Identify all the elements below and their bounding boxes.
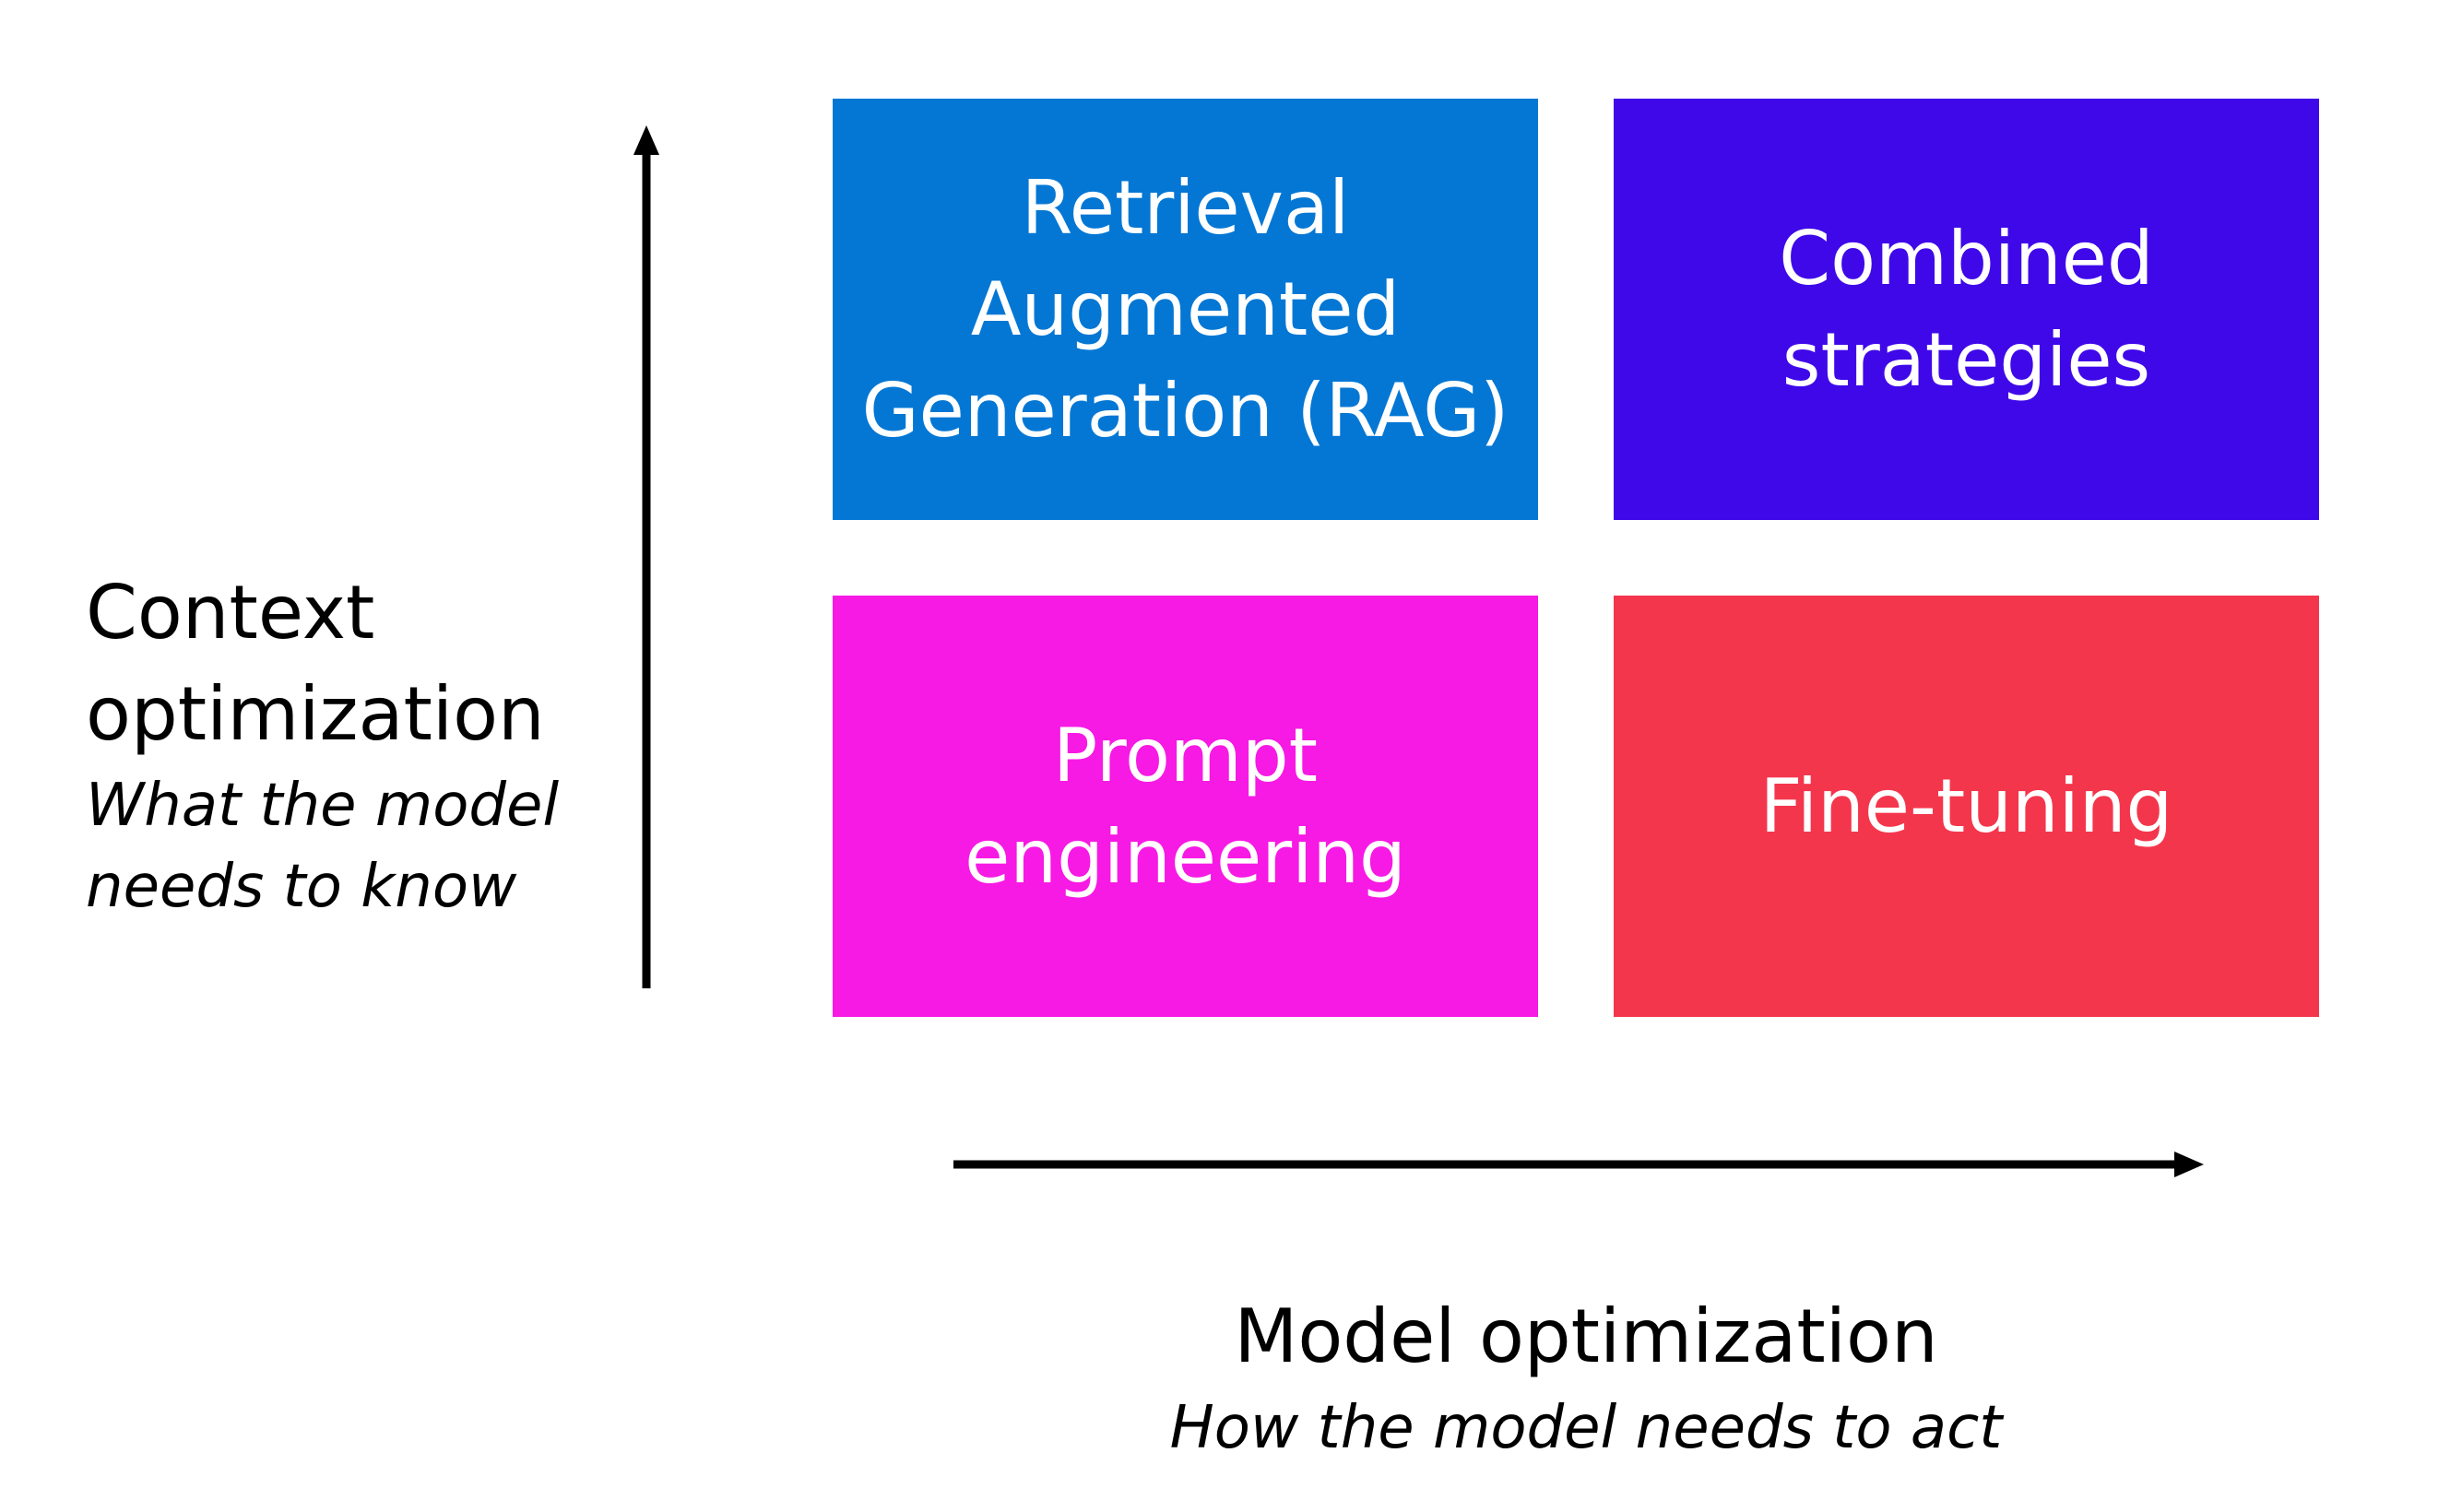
tile-rag: Retrieval Augmented Generation (RAG) [833,99,1538,520]
tile-rag-label: Retrieval Augmented Generation (RAG) [861,164,1509,454]
tile-combined-strategies: Combined strategies [1614,99,2319,520]
x-axis-title: Model optimization [1234,1293,1938,1379]
horizontal-arrow [953,1152,2204,1177]
tile-finetune-label: Fine-tuning [1759,762,2173,849]
tile-combined-label: Combined strategies [1779,215,2154,403]
tile-fine-tuning: Fine-tuning [1614,596,2319,1017]
tile-prompt-label: Prompt engineering [965,712,1406,900]
y-axis-title: Context optimization [86,570,545,757]
x-axis-subtitle: How the model needs to act [1169,1394,2003,1462]
y-axis-label: Context optimization What the model need… [86,562,639,927]
tile-prompt-engineering: Prompt engineering [833,596,1538,1017]
x-axis-label: Model optimization How the model needs t… [1014,1286,2158,1469]
y-axis-subtitle: What the model needs to know [86,772,560,921]
